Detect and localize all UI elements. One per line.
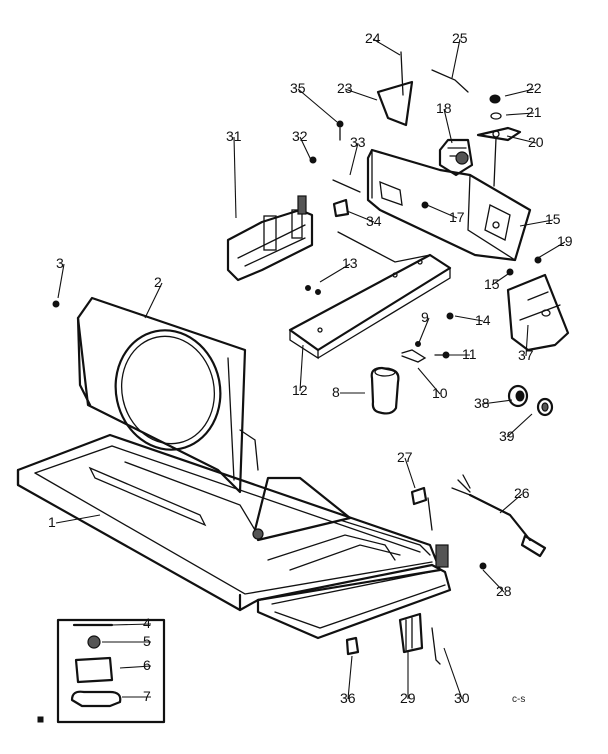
leader-line — [299, 136, 312, 161]
leader-line — [417, 317, 430, 346]
callout-label: 4 — [143, 615, 151, 631]
leader-line — [525, 324, 529, 357]
leader-line — [57, 263, 65, 299]
leader-line — [499, 493, 523, 514]
callout-label: 31 — [226, 128, 242, 144]
base-rail-drawing — [256, 544, 452, 640]
leader-line — [443, 647, 463, 700]
switch-parts-drawing — [309, 156, 361, 218]
callout-label: 25 — [452, 30, 468, 46]
leader-line — [491, 273, 509, 286]
callout-label: 35 — [290, 80, 306, 96]
callout-label: 9 — [421, 309, 429, 325]
leader-line — [297, 88, 338, 123]
callout-label: 13 — [342, 255, 358, 271]
callout-label: 1 — [48, 514, 56, 530]
leader-line — [55, 514, 101, 524]
callout-label: 14 — [475, 312, 491, 328]
callout-label: 8 — [332, 384, 340, 400]
leader-line — [504, 88, 535, 97]
callout-label: 37 — [518, 347, 534, 363]
motor-bracket-drawing — [366, 138, 532, 262]
leader-line — [346, 210, 375, 223]
leader-line — [505, 112, 535, 116]
leader-line — [482, 569, 505, 593]
callout-label: 3 — [56, 255, 64, 271]
callout-label: 2 — [154, 274, 162, 290]
bottom-small-parts-drawing — [345, 612, 441, 665]
diagram-code: c-s — [512, 694, 525, 705]
callout-label: 17 — [449, 209, 465, 225]
leader-line — [506, 135, 537, 144]
callout-label: 24 — [365, 30, 381, 46]
callout-label: 38 — [474, 395, 490, 411]
capacitor-drawing — [370, 341, 450, 415]
leader-line — [404, 457, 416, 489]
callout-label: 22 — [526, 80, 542, 96]
callout-label: 32 — [292, 128, 308, 144]
power-cord-drawing — [410, 474, 547, 558]
callout-label: 19 — [557, 233, 573, 249]
leader-line — [299, 344, 304, 392]
leader-line — [426, 204, 458, 219]
callout-label: 5 — [143, 633, 151, 649]
leader-line — [417, 367, 441, 395]
callout-label: 34 — [366, 213, 382, 229]
leader-line — [451, 38, 461, 79]
callout-label: 18 — [436, 100, 452, 116]
leader-line — [454, 315, 484, 322]
callout-label: 23 — [337, 80, 353, 96]
base-pan-drawing — [16, 433, 442, 612]
leader-line — [144, 282, 163, 319]
callout-label: 6 — [143, 657, 151, 673]
control-panel-drawing — [506, 273, 570, 417]
leader-line — [443, 108, 453, 144]
leader-line — [372, 38, 401, 56]
callout-label: 33 — [350, 134, 366, 150]
callout-label: 30 — [454, 690, 470, 706]
inset-box — [56, 618, 166, 724]
callout-label: 29 — [400, 690, 416, 706]
callout-label: 11 — [462, 346, 477, 362]
callout-label: 28 — [496, 583, 512, 599]
callout-leaders — [55, 38, 566, 700]
corner-mark — [37, 716, 44, 723]
callout-label: 36 — [340, 690, 356, 706]
mounting-plate-drawing — [288, 231, 452, 360]
leader-line — [519, 219, 554, 227]
callout-label: 7 — [143, 688, 151, 704]
leader-line — [349, 142, 359, 176]
callout-label: 39 — [499, 428, 515, 444]
leader-line — [344, 88, 378, 101]
control-bracket-drawing — [226, 195, 314, 282]
callout-label: 15 — [484, 276, 500, 292]
callout-label: 26 — [514, 485, 530, 501]
callout-label: 20 — [528, 134, 544, 150]
leader-line — [481, 399, 513, 405]
callout-label: 12 — [292, 382, 308, 398]
fan-shroud-drawing — [76, 296, 259, 494]
leader-line — [319, 263, 351, 283]
callout-label: 21 — [526, 104, 542, 120]
leader-line — [111, 623, 152, 626]
callout-label: 27 — [397, 449, 413, 465]
leader-line — [537, 241, 566, 259]
leader-line — [233, 136, 237, 219]
callout-label: 10 — [432, 385, 448, 401]
leader-line — [119, 665, 152, 669]
top-small-parts-drawing — [336, 51, 469, 141]
shaft-parts-drawing — [476, 94, 522, 187]
leader-line — [506, 413, 533, 438]
callout-label: 15 — [545, 211, 561, 227]
leader-line — [347, 655, 353, 700]
